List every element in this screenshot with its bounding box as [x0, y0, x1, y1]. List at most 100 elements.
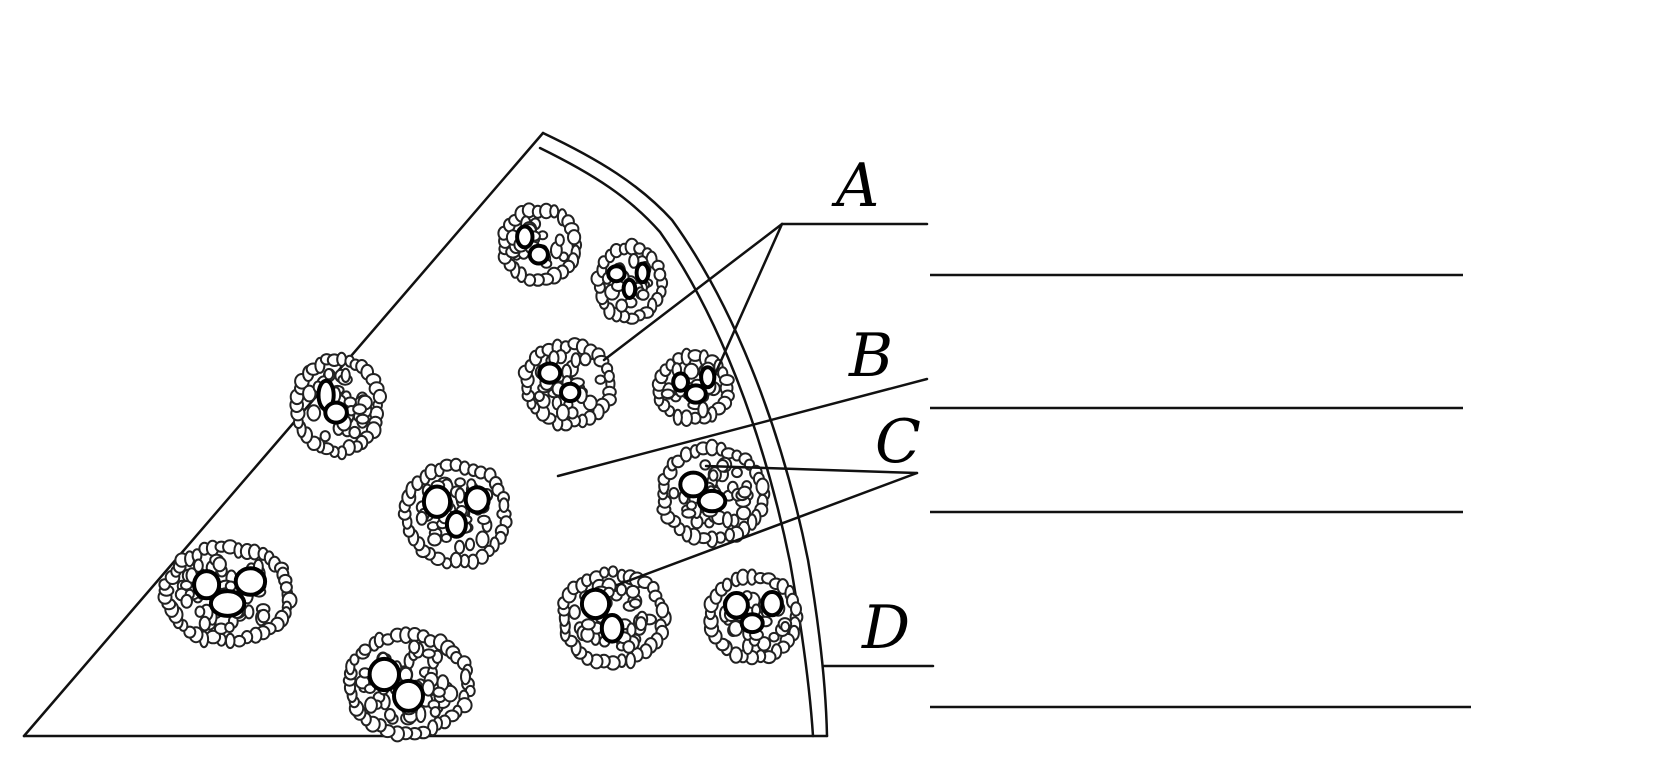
phloem-cell	[427, 532, 443, 547]
phloem-cell	[477, 514, 491, 526]
phloem-cell	[323, 368, 335, 381]
xylem-vessel	[527, 243, 550, 266]
xylem-vessel	[208, 589, 247, 618]
xylem-vessel	[671, 371, 690, 393]
phloem-cell	[668, 487, 680, 500]
phloem-cell	[708, 469, 719, 482]
epidermis-inner-edge	[538, 146, 815, 738]
phloem-cell	[581, 618, 596, 631]
parenchyma-cell	[653, 267, 667, 282]
parenchyma-cell	[721, 577, 733, 592]
parenchyma-cell	[655, 601, 670, 619]
phloem-cell	[533, 390, 545, 402]
parenchyma-cell	[599, 566, 610, 579]
parenchyma-cell	[724, 527, 736, 543]
label-c: C	[875, 407, 921, 477]
vascular-bundle	[656, 438, 771, 549]
section-outline	[22, 131, 829, 738]
phloem-cell	[683, 362, 700, 380]
xylem-vessel	[684, 383, 708, 405]
parenchyma-cell	[460, 668, 471, 686]
phloem-cell	[340, 367, 351, 383]
xylem-vessel	[515, 224, 535, 250]
xylem-vessel	[723, 591, 750, 620]
phloem-cell	[570, 352, 582, 369]
parenchyma-cell	[567, 229, 582, 246]
xylem-vessel	[739, 612, 765, 635]
parenchyma-cell	[349, 653, 360, 666]
phloem-cell	[568, 604, 581, 620]
xylem-vessel	[192, 569, 222, 601]
phloem-cell	[348, 425, 362, 440]
xylem-vessel	[699, 365, 717, 390]
xylem-vessel	[696, 488, 728, 514]
phloem-cell	[579, 352, 592, 367]
xylem-vessel	[559, 381, 582, 404]
phloem-cell	[454, 487, 466, 504]
phloem-cell	[636, 289, 650, 301]
phloem-cell	[556, 403, 570, 422]
phloem-cell	[180, 593, 193, 609]
vascular-bundles	[157, 202, 804, 743]
leader-lines	[556, 222, 935, 668]
leader-c-lower	[615, 471, 919, 587]
answer-lines	[930, 273, 1471, 709]
phloem-cell	[454, 477, 466, 488]
parenchyma-cell	[449, 551, 463, 569]
vascular-bundle	[157, 539, 298, 650]
phloem-cell	[681, 508, 697, 519]
xylem-vessel	[621, 277, 638, 300]
leader-b	[556, 377, 929, 478]
leader-c-upper	[704, 464, 919, 475]
phloem-cell	[475, 530, 490, 549]
phloem-cell	[355, 413, 370, 425]
xylem-vessel	[392, 678, 425, 713]
xylem-vessel	[537, 361, 563, 385]
phloem-cell	[768, 631, 780, 643]
label-d: D	[861, 593, 910, 663]
phloem-cell	[660, 388, 675, 400]
vascular-bundle	[289, 351, 387, 461]
xylem-vessel	[606, 264, 627, 284]
parenchyma-cell	[224, 632, 236, 650]
vascular-bundle	[590, 237, 669, 325]
leader-a-to-small-bundle	[714, 222, 784, 374]
phloem-cell	[615, 298, 629, 313]
parenchyma-cell	[625, 652, 636, 670]
parenchyma-cell	[372, 388, 387, 405]
vascular-bundle	[517, 337, 617, 432]
parenchyma-cell	[746, 513, 758, 531]
phloem-cell	[464, 537, 476, 552]
xylem-vessel	[367, 656, 401, 693]
parenchyma-cell	[679, 446, 693, 463]
vascular-bundle	[397, 457, 513, 570]
phloem-cell	[629, 598, 642, 609]
epidermis-outer-edge	[541, 131, 829, 738]
phloem-cell	[454, 539, 466, 555]
vascular-bundle	[557, 565, 672, 671]
phloem-cell	[421, 648, 436, 659]
parenchyma-cell	[790, 601, 802, 617]
phloem-cell	[594, 374, 607, 385]
parenchyma-cell	[729, 646, 743, 664]
phloem-cell	[737, 485, 752, 499]
xylem-vessel	[421, 484, 453, 519]
phloem-cell	[384, 708, 396, 722]
phloem-cell	[628, 253, 640, 269]
phloem-cell	[306, 404, 322, 422]
parenchyma-cell	[498, 497, 510, 514]
vascular-bundle	[497, 202, 583, 287]
xylem-vessel	[323, 400, 349, 425]
xylem-vessel	[760, 590, 784, 618]
phloem-cell	[243, 604, 255, 620]
label-a: A	[831, 151, 879, 221]
xylem-vessel	[634, 261, 651, 285]
label-b: B	[848, 321, 893, 391]
phloem-cell	[319, 430, 331, 443]
xylem-vessel	[444, 510, 468, 539]
xylem-vessel	[678, 470, 709, 499]
phloem-cell	[302, 384, 317, 403]
phloem-cell	[622, 640, 636, 654]
phloem-cell	[352, 403, 368, 416]
parenchyma-cell	[719, 374, 735, 386]
